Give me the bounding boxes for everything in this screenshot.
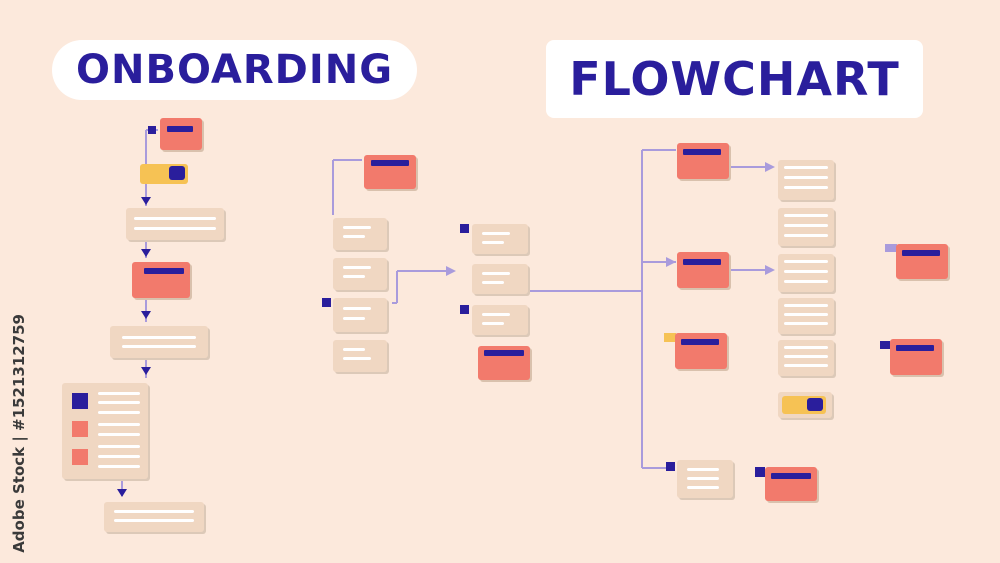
checkbox[interactable] bbox=[72, 393, 88, 409]
flow-node[interactable] bbox=[675, 333, 727, 369]
list-card[interactable] bbox=[333, 298, 387, 332]
toggle-switch[interactable] bbox=[140, 164, 188, 184]
connector-dot bbox=[666, 462, 675, 471]
flow-node[interactable] bbox=[890, 339, 942, 375]
stack-card[interactable] bbox=[778, 254, 834, 292]
checklist-card[interactable] bbox=[62, 383, 148, 479]
toggle-card[interactable] bbox=[778, 392, 832, 418]
flow-node[interactable] bbox=[677, 252, 729, 288]
flow-node[interactable] bbox=[896, 244, 948, 279]
connector-dot bbox=[460, 224, 469, 233]
stack-card[interactable] bbox=[778, 208, 834, 246]
flow-node[interactable] bbox=[677, 143, 729, 179]
connector-dot bbox=[880, 341, 890, 349]
connector-dot bbox=[148, 126, 156, 134]
checkbox[interactable] bbox=[72, 449, 88, 465]
stack-card[interactable] bbox=[778, 160, 834, 200]
list-card[interactable] bbox=[472, 224, 528, 254]
list-card[interactable] bbox=[333, 218, 387, 250]
tag-marker bbox=[664, 333, 676, 342]
flow-step[interactable] bbox=[126, 208, 224, 240]
connector-dot bbox=[322, 298, 331, 307]
stack-card[interactable] bbox=[778, 340, 834, 376]
flow-node[interactable] bbox=[765, 467, 817, 501]
connector-dot bbox=[755, 467, 765, 477]
flow-node[interactable] bbox=[160, 118, 202, 150]
flow-node[interactable] bbox=[478, 346, 530, 380]
tag-marker bbox=[885, 244, 897, 252]
flow-step[interactable] bbox=[110, 326, 208, 358]
list-card[interactable] bbox=[333, 258, 387, 290]
stack-card[interactable] bbox=[778, 298, 834, 334]
list-card[interactable] bbox=[677, 460, 733, 498]
list-card[interactable] bbox=[472, 264, 528, 294]
checkbox[interactable] bbox=[72, 421, 88, 437]
flow-node[interactable] bbox=[132, 262, 190, 298]
list-card[interactable] bbox=[472, 305, 528, 335]
connector-dot bbox=[460, 305, 469, 314]
flow-node[interactable] bbox=[364, 155, 416, 189]
toggle-switch[interactable] bbox=[782, 396, 826, 414]
onboarding-title: ONBOARDING bbox=[52, 40, 417, 100]
flowchart-title: FLOWCHART bbox=[546, 40, 923, 118]
list-card[interactable] bbox=[333, 340, 387, 372]
flow-step[interactable] bbox=[104, 502, 204, 532]
